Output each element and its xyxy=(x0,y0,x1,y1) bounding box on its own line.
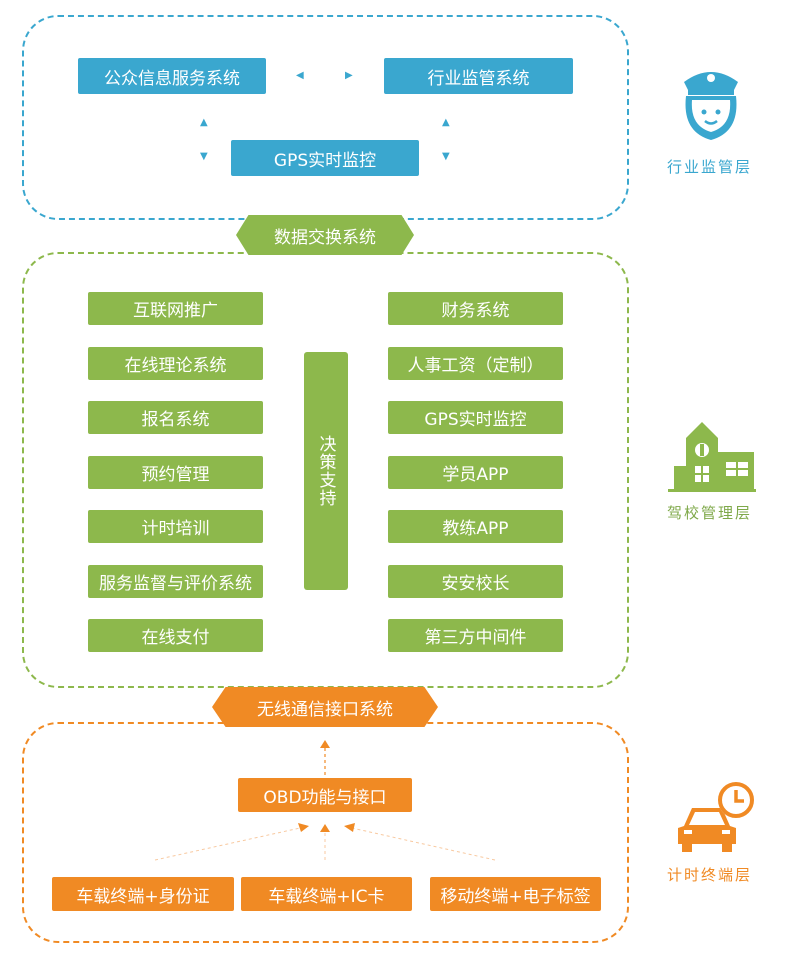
right-box-0: 财务系统 xyxy=(388,292,563,325)
left-box-0: 互联网推广 xyxy=(88,292,263,325)
arrow-left-icon: ◀ xyxy=(296,70,304,81)
arrow-up-right-icon: ▲ xyxy=(442,117,450,128)
data-exchange-label: 数据交换系统 xyxy=(274,227,376,248)
left-box-6: 在线支付 xyxy=(88,619,263,652)
left-box-4: 计时培训 xyxy=(88,510,263,543)
right-box-6: 第三方中间件 xyxy=(388,619,563,652)
left-box-5: 服务监督与评价系统 xyxy=(88,565,263,598)
decision-support-box: 决策支持 xyxy=(304,352,348,590)
gps-monitor-top-box: GPS实时监控 xyxy=(231,140,419,176)
school-management-layer-label: 驾校管理层 xyxy=(667,504,753,522)
right-box-4: 教练APP xyxy=(388,510,563,543)
arrow-up-left-icon: ▲ xyxy=(200,117,208,128)
arrow-right-icon: ▶ xyxy=(345,70,353,81)
mobile-terminal-tag-box: 移动终端+电子标签 xyxy=(430,877,601,911)
timing-terminal-layer-label: 计时终端层 xyxy=(667,866,753,884)
car-clock-icon xyxy=(676,782,758,854)
right-box-2: GPS实时监控 xyxy=(388,401,563,434)
obd-interface-box: OBD功能与接口 xyxy=(238,778,412,812)
left-box-2: 报名系统 xyxy=(88,401,263,434)
industry-supervision-layer-label: 行业监管层 xyxy=(667,158,753,176)
wireless-interface-label: 无线通信接口系统 xyxy=(257,699,393,720)
wireless-interface-banner: 无线通信接口系统 xyxy=(212,687,438,727)
right-box-3: 学员APP xyxy=(388,456,563,489)
industry-supervision-panel xyxy=(22,15,629,220)
terminal-id-card-box: 车载终端+身份证 xyxy=(52,877,234,911)
right-box-1: 人事工资（定制） xyxy=(388,347,563,380)
arrow-down-right-icon: ▼ xyxy=(442,151,450,162)
data-exchange-banner: 数据交换系统 xyxy=(236,215,414,255)
terminal-ic-card-box: 车载终端+IC卡 xyxy=(241,877,412,911)
arrow-down-left-icon: ▼ xyxy=(200,151,208,162)
police-icon xyxy=(676,60,746,144)
industry-supervision-box: 行业监管系统 xyxy=(384,58,573,94)
public-info-service-box: 公众信息服务系统 xyxy=(78,58,266,94)
school-building-icon xyxy=(668,420,756,492)
timing-terminal-panel xyxy=(22,722,629,943)
left-box-1: 在线理论系统 xyxy=(88,347,263,380)
right-box-5: 安安校长 xyxy=(388,565,563,598)
left-box-3: 预约管理 xyxy=(88,456,263,489)
